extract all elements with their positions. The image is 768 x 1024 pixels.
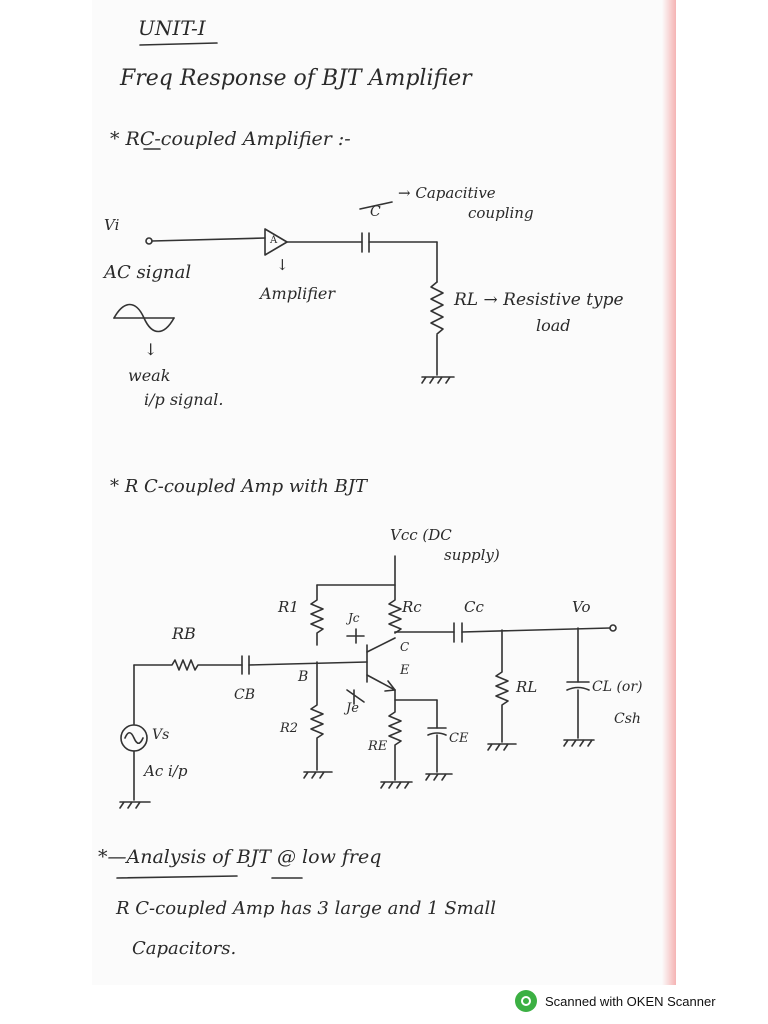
label-csh: Csh [614,711,641,727]
label-b-node: B [298,669,309,685]
ground-rl [487,743,517,751]
rb-resistor [133,659,243,671]
label-re: RE [368,739,388,754]
ground-source [119,801,151,809]
load-resistor [430,281,444,335]
label-rl2: RL [516,678,538,696]
label-vcc: Vcc (DC [390,526,452,544]
section1-heading: * RC-coupled Amplifier :- [110,128,351,150]
label-vo: Vo [572,598,591,616]
scanner-text: Scanned with OKEN Scanner [545,993,716,1009]
re-resistor [388,699,402,781]
r1-resistor [310,584,324,646]
analysis-line2: Capacitors. [132,938,237,959]
amplifier-triangle [264,228,288,256]
label-rb: RB [172,624,196,643]
ground-1 [421,376,455,384]
label-coupling: coupling [468,204,534,222]
ground-ce [425,773,453,781]
analysis-underline [116,875,238,879]
cl-capacitor [566,681,590,691]
ground-re [380,781,413,789]
bjt-amplifier-circuit [119,555,617,809]
label-ip-signal: i/p signal. [144,390,224,409]
cc-capacitor [453,622,463,643]
label-vi: Vi [104,216,120,234]
rl-resistor [495,629,509,743]
label-amp-symbol: A [270,235,278,246]
scanner-watermark: Scanned with OKEN Scanner [515,990,716,1012]
label-weak: weak [128,366,171,385]
label-supply: supply) [444,546,500,564]
section3-heading: *—Analysis of BJT @ low freq [98,846,382,868]
label-r1: R1 [278,598,299,616]
label-amplifier: Amplifier [260,284,335,303]
label-e-node: E [400,663,410,678]
label-load: load [536,316,571,335]
label-cc: Cc [464,598,484,616]
label-ac-signal: AC signal [104,262,192,283]
label-rl-resistive: RL → Resistive type [454,290,624,310]
label-vs: Vs [152,727,170,743]
page-title: Freq Response of BJT Amplifier [120,66,472,91]
label-ce: CE [449,731,469,746]
notebook-page: UNIT-I Freq Response of BJT Amplifier * … [92,0,676,985]
label-ac-ip: Ac i/p [144,762,188,780]
ground-cl [563,739,595,747]
label-cb: CB [234,687,255,703]
r2-resistor [310,661,324,771]
ce-capacitor [427,727,447,736]
cb-capacitor [241,655,250,675]
label-je: Je [346,701,359,716]
rc-resistor [388,584,402,634]
label-capacitive: → Capacitive [398,184,496,202]
label-jc-top: Jc [348,611,360,625]
section2-heading: * R C-coupled Amp with BJT [110,476,368,497]
circuit-drawings [113,42,617,879]
rc-amplifier-circuit [113,201,455,384]
coupling-capacitor [361,232,370,253]
scanner-logo-icon [515,990,537,1012]
unit-underline [139,42,218,46]
label-c-node: C [400,640,410,654]
label-c: C [370,204,381,220]
amplifier-arrow: ↓ [276,256,289,274]
analysis-line1: R C-coupled Amp has 3 large and 1 Small [116,898,496,919]
label-rc: Rc [402,598,422,616]
label-cl-or: CL (or) [592,679,643,695]
weak-arrow: ↓ [144,340,158,359]
unit-heading: UNIT-I [138,16,206,40]
ground-r2 [303,771,333,779]
label-r2: R2 [280,721,299,736]
